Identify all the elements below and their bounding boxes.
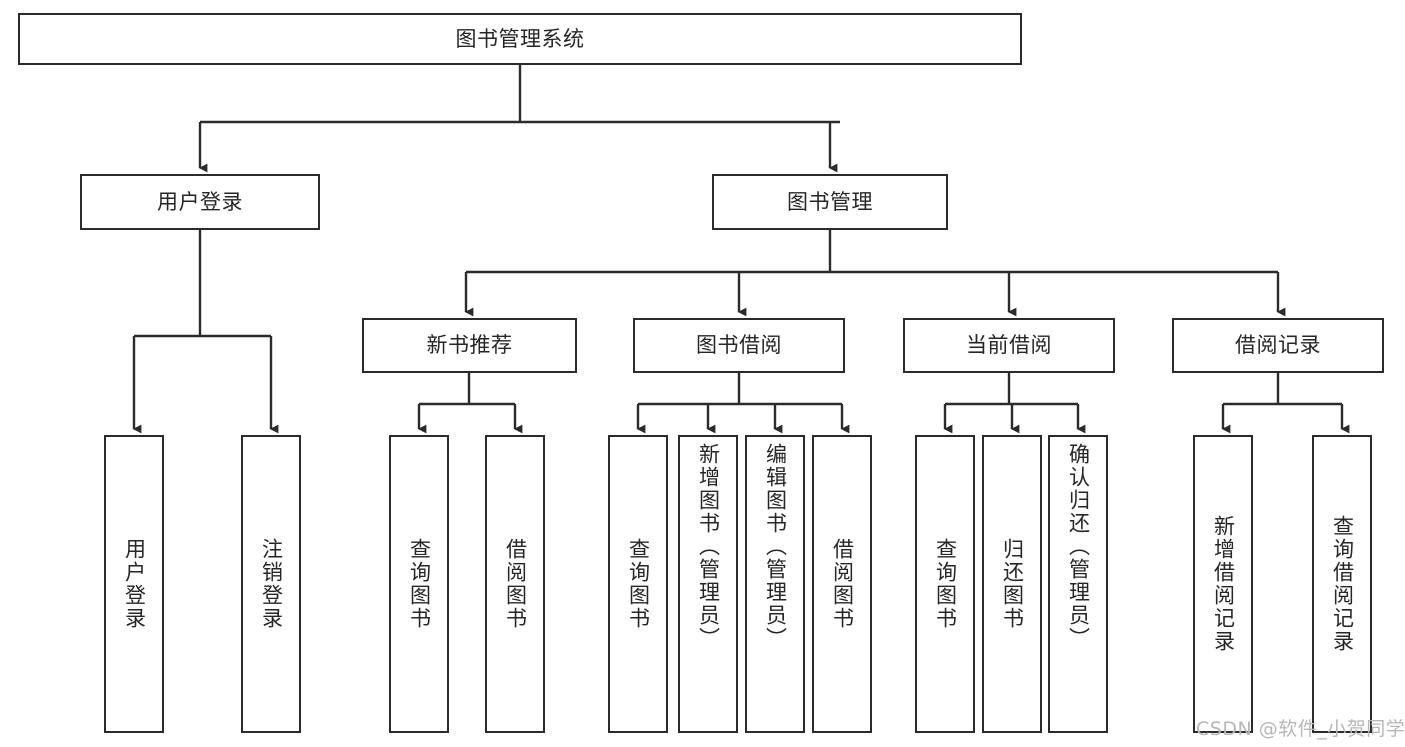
node-leaf-borrow-book-1-label: 借阅图书 (503, 538, 528, 630)
csdn-watermark: CSDN @软件_小贺同学 (1196, 718, 1405, 740)
node-leaf-query-record-label: 查询借阅记录 (1330, 515, 1355, 653)
node-book-borrow[interactable]: 图书借阅 (633, 318, 845, 373)
node-leaf-add-record[interactable]: 新增借阅记录 (1193, 435, 1253, 733)
node-leaf-query-book-1-label: 查询图书 (407, 538, 432, 630)
node-leaf-confirm-return[interactable]: 确认归还（管理员） (1048, 435, 1108, 733)
node-book-borrow-label: 图书借阅 (696, 333, 782, 358)
node-leaf-logout-label: 注销登录 (259, 538, 284, 630)
node-current-borrow[interactable]: 当前借阅 (903, 318, 1115, 373)
node-leaf-edit-book-label: 编辑图书（管理员） (763, 443, 788, 650)
node-root-label: 图书管理系统 (455, 26, 585, 51)
node-leaf-user-login[interactable]: 用户登录 (104, 435, 164, 733)
node-user-login[interactable]: 用户登录 (80, 174, 320, 230)
node-leaf-query-book-2-label: 查询图书 (626, 538, 651, 630)
node-new-book-rec-label: 新书推荐 (426, 333, 513, 358)
node-leaf-query-book-3[interactable]: 查询图书 (915, 435, 975, 733)
node-leaf-query-book-3-label: 查询图书 (933, 538, 958, 630)
node-leaf-borrow-book-2-label: 借阅图书 (830, 538, 855, 630)
node-leaf-return-book-label: 归还图书 (1000, 538, 1025, 630)
node-borrow-record-label: 借阅记录 (1235, 333, 1321, 358)
node-root[interactable]: 图书管理系统 (18, 13, 1022, 65)
node-leaf-user-login-label: 用户登录 (122, 538, 147, 630)
node-leaf-add-book-label: 新增图书（管理员） (696, 443, 721, 650)
node-leaf-query-record[interactable]: 查询借阅记录 (1312, 435, 1372, 733)
node-book-manage-label: 图书管理 (787, 189, 873, 214)
node-leaf-return-book[interactable]: 归还图书 (982, 435, 1042, 733)
node-leaf-add-book[interactable]: 新增图书（管理员） (678, 435, 738, 733)
node-current-borrow-label: 当前借阅 (966, 333, 1052, 358)
node-leaf-edit-book[interactable]: 编辑图书（管理员） (745, 435, 805, 733)
node-borrow-record[interactable]: 借阅记录 (1172, 318, 1384, 373)
node-book-manage[interactable]: 图书管理 (712, 174, 948, 230)
node-leaf-confirm-return-label: 确认归还（管理员） (1066, 443, 1091, 650)
node-leaf-query-book-1[interactable]: 查询图书 (389, 435, 449, 733)
node-leaf-borrow-book-1[interactable]: 借阅图书 (485, 435, 545, 733)
node-leaf-borrow-book-2[interactable]: 借阅图书 (812, 435, 872, 733)
node-leaf-logout[interactable]: 注销登录 (241, 435, 301, 733)
node-user-login-label: 用户登录 (157, 189, 243, 214)
node-leaf-query-book-2[interactable]: 查询图书 (608, 435, 668, 733)
node-new-book-rec[interactable]: 新书推荐 (362, 318, 577, 373)
node-leaf-add-record-label: 新增借阅记录 (1211, 515, 1236, 653)
